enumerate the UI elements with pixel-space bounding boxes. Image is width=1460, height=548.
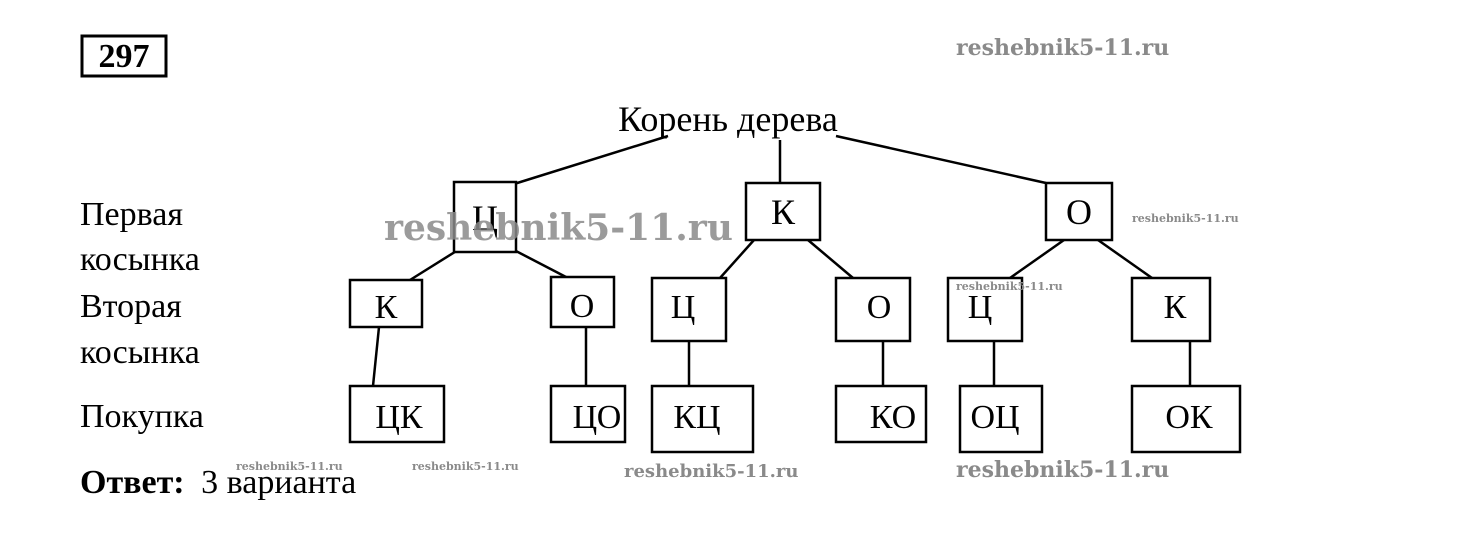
level-label-second-line2: косынка <box>80 334 200 371</box>
first-level-nodes: Ц К О <box>452 180 1114 254</box>
tree-node-first-1 <box>452 180 518 254</box>
answer-text: 3 варианта <box>201 464 356 501</box>
purchase-nodes: ЦК ЦО КЦ КО ОЦ ОК <box>348 384 1242 454</box>
edge-first1-second1 <box>409 248 459 282</box>
watermarks: reshebnik5-11.ru reshebnik5-11.ru resheb… <box>236 35 1239 483</box>
edge-first2-second3 <box>719 239 755 279</box>
level-label-first-line1: Первая <box>80 196 183 233</box>
tree-node-second-1-label: К <box>375 289 398 326</box>
purchase-node-1-label: ЦК <box>375 399 423 436</box>
tree-node-second-5 <box>946 276 1024 343</box>
purchase-node-4-label: КО <box>870 399 916 436</box>
purchase-node-2-label: ЦО <box>573 399 622 436</box>
tree-node-second-6-label: К <box>1164 289 1187 326</box>
root-label: Корень дерева <box>618 99 838 139</box>
watermark-text: reshebnik5-11.ru <box>956 280 1063 293</box>
watermark-text: reshebnik5-11.ru <box>236 460 343 473</box>
purchase-node-6 <box>1130 384 1242 454</box>
problem-number-box <box>80 34 168 78</box>
watermark-text: reshebnik5-11.ru <box>956 457 1169 483</box>
answer-label: Ответ: <box>80 464 185 501</box>
tree-node-second-4 <box>834 276 912 343</box>
level-label-second-line1: Вторая <box>80 288 182 325</box>
purchase-node-3-label: КЦ <box>673 399 720 436</box>
tree-node-second-6 <box>1130 276 1212 343</box>
watermark-text: reshebnik5-11.ru <box>956 35 1169 61</box>
edge-first1-second2 <box>513 248 567 279</box>
answer-line: Ответ: 3 варианта <box>80 464 356 501</box>
tree-node-first-3 <box>1044 181 1114 242</box>
tree-node-second-3-label: Ц <box>671 289 696 326</box>
tree-node-first-3-label: О <box>1066 192 1092 232</box>
purchase-node-4 <box>834 384 928 444</box>
watermark-text: reshebnik5-11.ru <box>412 460 519 473</box>
purchase-node-6-label: ОК <box>1165 399 1213 436</box>
second-level-nodes: К О Ц О Ц К <box>348 275 1212 343</box>
tree-node-second-5-label: Ц <box>968 289 993 326</box>
purchase-node-1 <box>348 384 446 444</box>
problem-number: 297 <box>99 38 150 75</box>
watermark-text: reshebnik5-11.ru <box>624 461 798 482</box>
tree-node-second-1 <box>348 278 424 329</box>
edge-first2-second4 <box>807 239 854 279</box>
watermark-text: reshebnik5-11.ru <box>1132 212 1239 225</box>
purchase-node-3 <box>650 384 755 454</box>
tree-node-second-4-label: О <box>867 289 892 326</box>
purchase-node-5 <box>958 384 1044 454</box>
level-label-purchase: Покупка <box>80 398 204 435</box>
edge-first3-second5 <box>1009 238 1065 280</box>
purchase-node-5-label: ОЦ <box>970 399 1019 436</box>
tree-node-second-2-label: О <box>570 288 595 325</box>
level-label-first-line2: косынка <box>80 241 200 278</box>
watermark-text: reshebnik5-11.ru <box>384 207 733 249</box>
edge-root-first-3 <box>835 134 1047 185</box>
tree-node-second-3 <box>650 276 728 343</box>
purchase-node-2 <box>549 384 627 444</box>
edge-second1-purchase1 <box>371 326 381 387</box>
tree-node-second-2 <box>549 275 616 329</box>
tree-edges <box>371 134 1192 387</box>
tree-node-first-1-label: Ц <box>472 198 498 238</box>
edge-root-first-1 <box>513 134 669 186</box>
tree-node-first-2-label: К <box>771 192 796 232</box>
tree-node-first-2 <box>744 181 822 242</box>
edge-first3-second6 <box>1097 238 1153 280</box>
